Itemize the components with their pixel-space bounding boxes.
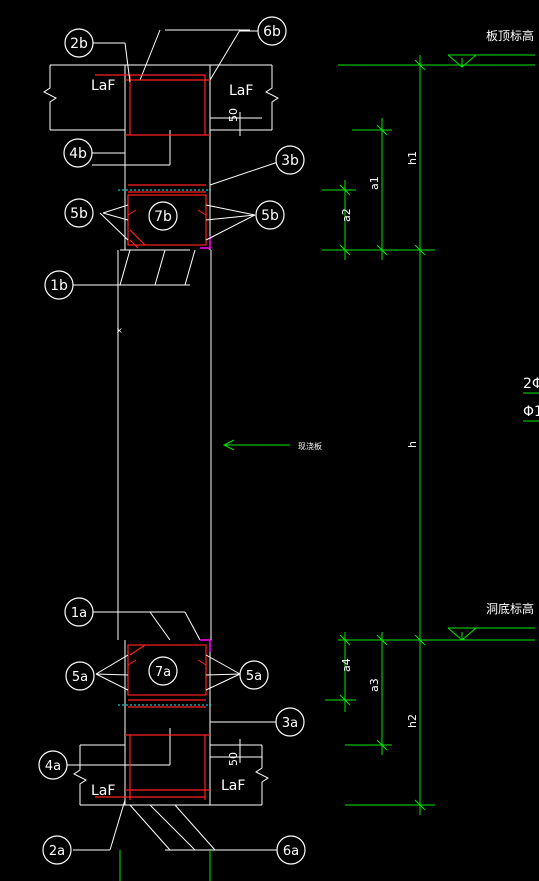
dim-50-bottom: 50 [227, 752, 240, 766]
callout-7a-circle [148, 656, 178, 686]
small-x-mark: × [116, 326, 123, 335]
callout-1a-circle [64, 597, 94, 627]
callout-3b-circle [275, 145, 305, 175]
label-1a: 1a [71, 606, 87, 621]
rebar-cage [95, 74, 210, 800]
callout-5a-right-circle [239, 660, 269, 690]
laf-top-left: LaF [91, 78, 115, 94]
label-4b: 4b [69, 146, 87, 162]
callout-5a-left-circle [65, 661, 95, 691]
right-note-1: 2Φ [523, 376, 539, 392]
opening-direction-note: 现浇板 [298, 441, 322, 451]
slab-top-elevation-label: 板顶标高 [486, 28, 534, 43]
label-5b-left: 5b [70, 206, 88, 222]
callout-2b-circle [64, 28, 94, 58]
label-6b: 6b [263, 24, 281, 40]
label-3b: 3b [281, 153, 299, 169]
dim-a3: a3 [368, 678, 381, 692]
callout-3a-circle [275, 707, 305, 737]
laf-bottom-right: LaF [221, 778, 245, 794]
label-7a: 7a [155, 665, 171, 680]
dim-50-top: 50 [227, 108, 240, 122]
dim-h2: h2 [406, 714, 419, 728]
callout-4a-circle [38, 750, 68, 780]
callout-leaders [73, 30, 260, 851]
corner-marks [200, 236, 211, 652]
dim-a4: a4 [340, 658, 353, 672]
callout-2a-circle [42, 835, 72, 865]
label-2a: 2a [49, 844, 65, 859]
callout-4b-circle [63, 138, 93, 168]
callout-5b-left-circle [64, 198, 94, 228]
dim-h: h [406, 441, 419, 448]
hole-bottom-elevation-label: 洞底标高 [486, 601, 534, 616]
label-5a-right: 5a [246, 669, 262, 684]
dim-h1: h1 [406, 151, 419, 165]
label-7b: 7b [154, 209, 172, 225]
dimension-lines [119, 54, 539, 881]
dim-a2: a2 [340, 208, 353, 222]
callout-7b-circle [148, 201, 178, 231]
dim-a1: a1 [368, 176, 381, 190]
callout-circles [38, 16, 306, 865]
label-5b-right: 5b [261, 208, 279, 224]
laf-top-right: LaF [229, 83, 253, 99]
label-2b: 2b [70, 36, 88, 52]
callout-6a-circle [276, 835, 306, 865]
rebar-ticks [127, 209, 207, 666]
sleeve-lines [118, 189, 211, 706]
label-6a: 6a [283, 844, 299, 859]
label-5a-left: 5a [72, 670, 88, 685]
right-note-2: Φ1 [523, 404, 539, 420]
callout-6b-circle [257, 16, 287, 46]
callout-labels: 2b 6b 4b 3b 5b 7b 5b 1b 1a 5a 7a 5a 3a 4… [45, 24, 299, 859]
label-4a: 4a [45, 759, 61, 774]
label-3a: 3a [282, 716, 298, 731]
structure-outline [43, 29, 279, 851]
callout-1b-circle [44, 270, 74, 300]
callout-5b-right-circle [255, 200, 285, 230]
label-1b: 1b [50, 278, 68, 294]
laf-bottom-left: LaF [91, 783, 115, 799]
